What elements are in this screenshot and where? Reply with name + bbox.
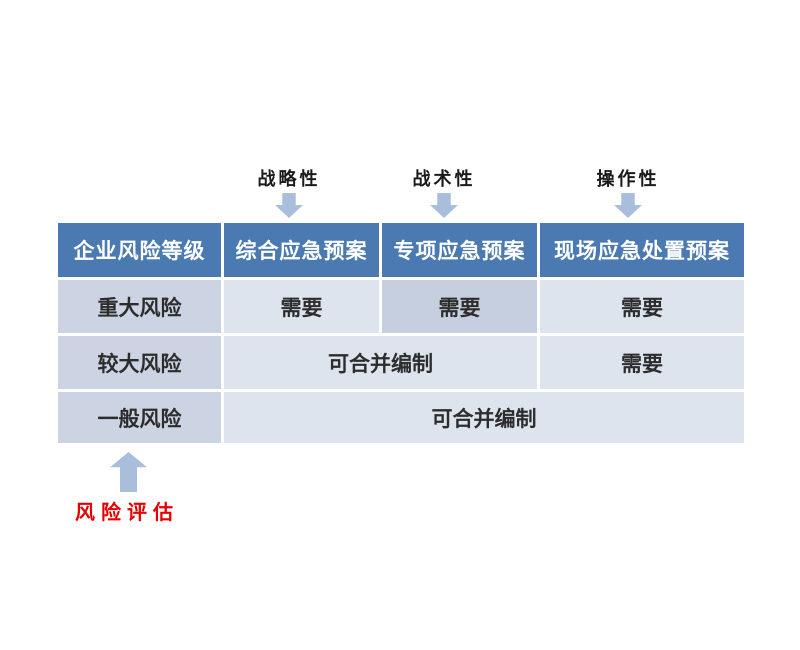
down-arrow-icon-operational [614,193,642,218]
row-larger-combined: 可合并编制 [224,336,537,389]
risk-assessment-label: 风险评估 [75,502,179,524]
row-major-onsite: 需要 [540,280,744,333]
row-larger-onsite: 需要 [540,336,744,389]
row-general-combined: 可合并编制 [224,392,744,443]
row-major-comprehensive: 需要 [224,280,379,333]
row-major-risk-level: 重大风险 [58,280,221,333]
risk-plan-table: 企业风险等级 综合应急预案 专项应急预案 现场应急处置预案 重大风险 需要 需要… [58,223,744,443]
up-arrow-icon [110,452,147,492]
row-general-risk-level: 一般风险 [58,392,221,443]
down-arrow-icon-tactical [430,193,458,218]
row-larger-risk-level: 较大风险 [58,336,221,389]
row-major-special: 需要 [382,280,537,333]
plan-type-label-strategic: 战略性 [257,169,321,189]
header-onsite-plan: 现场应急处置预案 [540,223,744,277]
down-arrow-icon-strategic [275,193,303,218]
plan-type-label-operational: 操作性 [596,169,660,189]
header-comprehensive-plan: 综合应急预案 [224,223,379,277]
header-risk-level: 企业风险等级 [58,223,221,277]
header-special-plan: 专项应急预案 [382,223,537,277]
plan-type-label-tactical: 战术性 [412,169,476,189]
